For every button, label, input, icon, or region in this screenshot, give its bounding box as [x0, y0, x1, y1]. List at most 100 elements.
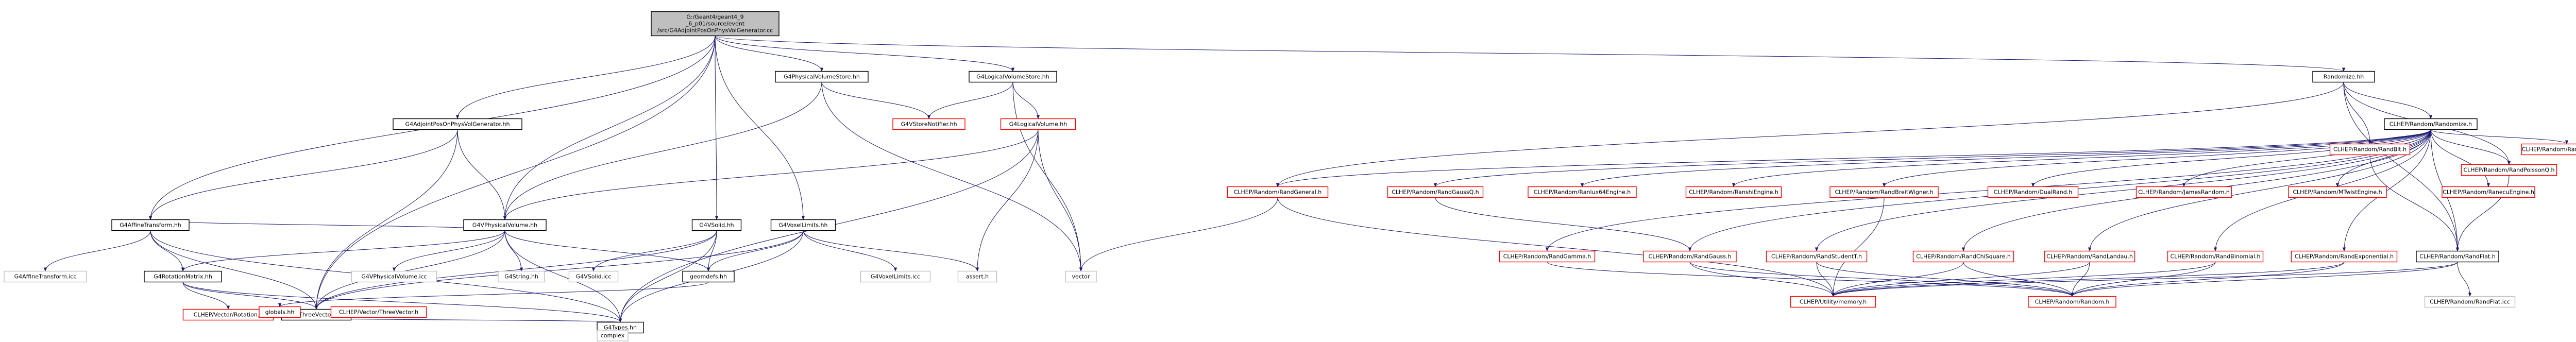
edge-clhep_randexponential-to-clhep_random — [2070, 262, 2345, 297]
node-box-g4rotmatrix — [144, 270, 222, 283]
node-globals[interactable]: globals.hh — [259, 306, 301, 318]
edge-layer — [43, 36, 2569, 334]
node-clhep_randflat[interactable]: CLHEP/Random/RandFlat.h — [2416, 250, 2499, 263]
node-label-root-0: G:/Geant4/geant4_9 — [686, 14, 743, 21]
node-clhep_randchisquare[interactable]: CLHEP/Random/RandChiSquare.h — [1912, 250, 2014, 263]
node-g4affine_icc: G4AffineTransform.icc — [4, 270, 87, 283]
node-label-g4adjgen_hh-0: G4AdjointPosOnPhysVolGenerator.hh — [405, 121, 510, 128]
node-g4adjgen_hh[interactable]: G4AdjointPosOnPhysVolGenerator.hh — [393, 118, 522, 130]
edge-clhep_randgeneral-to-clhep_memory — [1277, 197, 1835, 297]
node-label-g4physvolstore-0: G4PhysicalVolumeStore.hh — [784, 74, 860, 80]
node-box-clhep_randbreitwigner — [1829, 186, 1939, 198]
node-g4vphysvol[interactable]: G4VPhysicalVolume.hh — [463, 219, 547, 231]
edge-clhep_randbreitwigner-to-clhep_memory — [1831, 197, 1885, 297]
node-clhep_randgeneral[interactable]: CLHEP/Random/RandGeneral.h — [1227, 186, 1329, 198]
node-g4logvolstore[interactable]: G4LogicalVolumeStore.hh — [969, 71, 1057, 83]
node-clhep_ranlux64[interactable]: CLHEP/Random/Ranlux64Engine.h — [1528, 186, 1637, 198]
node-box-g4adjgen_hh — [393, 118, 522, 130]
node-clhep_randlandau[interactable]: CLHEP/Random/RandLandau.h — [2044, 250, 2136, 263]
node-label-clhep_randlandau-0: CLHEP/Random/RandLandau.h — [2046, 253, 2133, 260]
node-clhep_ranluxengine[interactable]: CLHEP/Random/RanluxEngine.h — [2521, 143, 2576, 156]
node-label-g4affine-0: G4AffineTransform.hh — [120, 222, 181, 229]
node-box-g4vphysvol_icc — [351, 270, 437, 283]
node-clhep_ranshi[interactable]: CLHEP/Random/RanshiEngine.h — [1685, 186, 1782, 198]
node-geomdefs[interactable]: geomdefs.hh — [682, 270, 735, 283]
edge-g4adjgen_hh-to-g4vphysvol — [457, 129, 507, 220]
node-clhep_memory[interactable]: CLHEP/Utility/memory.h — [1790, 296, 1876, 308]
node-g4vstorenotifier[interactable]: G4VStoreNotifier.hh — [892, 118, 965, 130]
node-label-clhep_ranlux64-0: CLHEP/Random/Ranlux64Engine.h — [1534, 189, 1631, 196]
node-g4voxellimits[interactable]: G4VoxelLimits.hh — [770, 219, 836, 231]
node-label-clhep_randbit-0: CLHEP/Random/RandBit.h — [2333, 146, 2406, 153]
edge-g4vsolid-to-g4vsolid_icc — [591, 230, 717, 272]
node-label-clhep_randgaussq-0: CLHEP/Random/RandGaussQ.h — [1392, 189, 1479, 196]
node-clhep_randexponential[interactable]: CLHEP/Random/RandExponential.h — [2291, 250, 2398, 263]
node-label-clhep_randflat-0: CLHEP/Random/RandFlat.h — [2419, 253, 2496, 260]
node-box-clhep_mtwist — [2288, 186, 2387, 198]
edge-clhep_randomize-to-clhep_randgaussq — [1434, 129, 2431, 187]
edge-randomize-to-clhep_randbit — [2343, 82, 2372, 145]
node-label-g4logvol-0: G4LogicalVolume.hh — [1009, 121, 1067, 128]
node-label-clhep_randgeneral-0: CLHEP/Random/RandGeneral.h — [1234, 189, 1322, 196]
node-clhep_randgauss[interactable]: CLHEP/Random/RandGauss.h — [1643, 250, 1737, 263]
node-clhep_randpoissonq[interactable]: CLHEP/Random/RandPoissonQ.h — [2461, 164, 2557, 176]
node-box-clhep_randgamma — [1499, 250, 1596, 263]
node-box-g4string — [498, 270, 545, 283]
node-clhep_randgaussq[interactable]: CLHEP/Random/RandGaussQ.h — [1387, 186, 1484, 198]
node-clhep_rotation[interactable]: CLHEP/Vector/Rotation.h — [182, 309, 274, 321]
node-clhep_randbinomial[interactable]: CLHEP/Random/RandBinomial.h — [2167, 250, 2264, 263]
node-clhep_threevector[interactable]: CLHEP/Vector/ThreeVector.h — [330, 306, 427, 318]
edge-g4physvolstore-to-g4vstorenotifier — [821, 82, 931, 119]
node-box-clhep_ranecu — [2442, 186, 2535, 198]
node-box-g4voxellimits_icc — [860, 270, 931, 283]
edge-clhep_randomize-to-clhep_randlandau — [2088, 129, 2431, 252]
node-box-clhep_randflat_icc — [2424, 296, 2516, 308]
edge-clhep_randbinomial-to-clhep_memory — [1831, 262, 2216, 297]
edge-geomdefs-to-globals — [278, 282, 709, 307]
node-clhep_mtwist[interactable]: CLHEP/Random/MTwistEngine.h — [2288, 186, 2387, 198]
node-label-g4logvolstore-0: G4LogicalVolumeStore.hh — [976, 74, 1049, 80]
node-clhep_jamesrandom[interactable]: CLHEP/Random/JamesRandom.h — [2136, 186, 2232, 198]
node-clhep_randstudentt[interactable]: CLHEP/Random/RandStudentT.h — [1766, 250, 1868, 263]
node-label-vector-0: vector — [1072, 273, 1090, 280]
node-clhep_random[interactable]: CLHEP/Random/Random.h — [2028, 296, 2116, 308]
edge-clhep_randomize-to-clhep_ranlux64 — [1581, 129, 2431, 187]
node-label-clhep_randflat_icc-0: CLHEP/Random/RandFlat.icc — [2430, 299, 2510, 305]
node-box-randomize — [2312, 71, 2375, 83]
node-g4vphysvol_icc: G4VPhysicalVolume.icc — [351, 270, 437, 283]
node-box-clhep_randgeneral — [1227, 186, 1329, 198]
node-label-g4vsolid_icc-0: G4VSolid.icc — [576, 273, 612, 280]
node-clhep_randomize[interactable]: CLHEP/Random/Randomize.h — [2384, 118, 2478, 130]
edge-g4voxellimits-to-geomdefs — [706, 230, 804, 272]
edge-g4adjgen_hh-to-g4threevector — [314, 129, 458, 310]
node-g4logvol[interactable]: G4LogicalVolume.hh — [1000, 118, 1076, 130]
node-clhep_randbit[interactable]: CLHEP/Random/RandBit.h — [2329, 143, 2411, 156]
node-layer: G:/Geant4/geant4_9_6_p01/source/event/sr… — [4, 11, 2576, 341]
node-g4affine[interactable]: G4AffineTransform.hh — [111, 219, 190, 231]
edge-root-to-g4logvolstore — [715, 36, 1015, 72]
node-root[interactable]: G:/Geant4/geant4_9_6_p01/source/event/sr… — [651, 11, 779, 37]
edge-clhep_randomize-to-clhep_jamesrandom — [2182, 129, 2431, 187]
node-box-clhep_random — [2028, 296, 2116, 308]
node-clhep_dualrand[interactable]: CLHEP/Random/DualRand.h — [1987, 186, 2079, 198]
node-g4vsolid[interactable]: G4VSolid.hh — [691, 219, 742, 231]
node-label-clhep_randomize-0: CLHEP/Random/Randomize.h — [2389, 121, 2472, 128]
node-clhep_randgamma[interactable]: CLHEP/Random/RandGamma.h — [1499, 250, 1596, 263]
node-g4physvolstore[interactable]: G4PhysicalVolumeStore.hh — [775, 71, 869, 83]
node-label-randomize-0: Randomize.hh — [2324, 74, 2364, 80]
node-clhep_randbreitwigner[interactable]: CLHEP/Random/RandBreitWigner.h — [1829, 186, 1939, 198]
node-box-clhep_randbit — [2329, 143, 2411, 156]
edge-root-to-g4voxellimits — [715, 36, 805, 220]
node-g4string: G4String.hh — [498, 270, 545, 283]
edge-clhep_randomize-to-clhep_ranecu — [2430, 129, 2490, 187]
edge-clhep_randgauss-to-clhep_random — [1689, 262, 2074, 297]
edge-g4voxellimits-to-g4threevector — [314, 230, 804, 310]
node-clhep_ranecu[interactable]: CLHEP/Random/RanecuEngine.h — [2442, 186, 2535, 198]
node-g4rotmatrix[interactable]: G4RotationMatrix.hh — [144, 270, 222, 283]
node-label-g4string-0: G4String.hh — [504, 273, 538, 280]
edge-clhep_randomize-to-clhep_ranluxengine — [2430, 129, 2569, 145]
node-randomize[interactable]: Randomize.hh — [2312, 71, 2375, 83]
edge-clhep_randomize-to-clhep_randpoissonq — [2430, 129, 2511, 165]
node-box-clhep_dualrand — [1987, 186, 2079, 198]
